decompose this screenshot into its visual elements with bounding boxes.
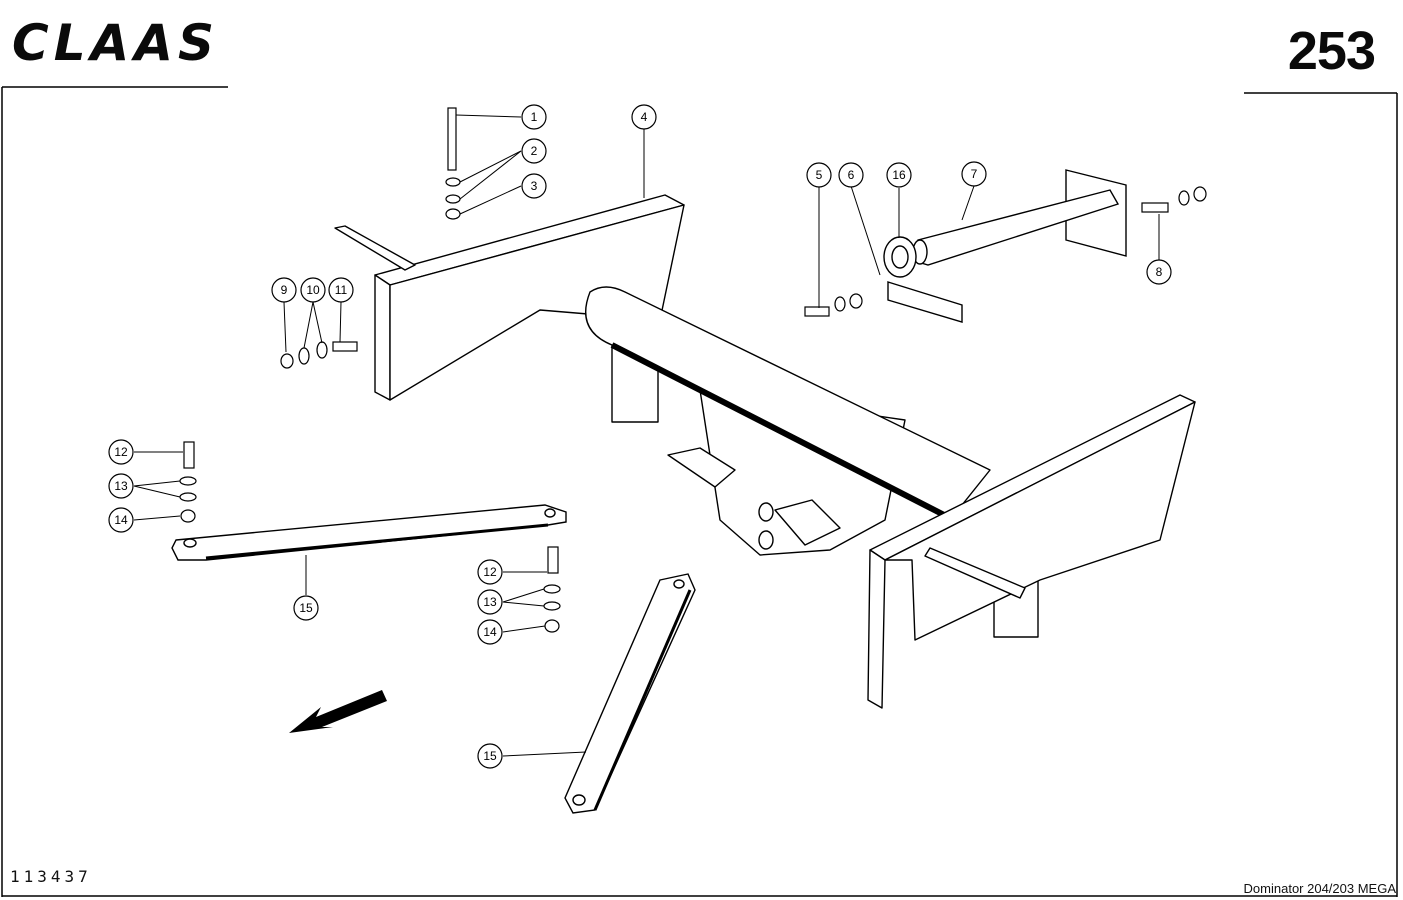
page-number: 253 — [1287, 21, 1376, 81]
callout-label-14: 14 — [483, 625, 497, 639]
callout-label-3: 3 — [531, 179, 538, 193]
callout-label-14: 14 — [114, 513, 128, 527]
callout-circle-5 — [806, 162, 832, 188]
callout-label-9: 9 — [281, 283, 288, 297]
callout-label-7: 7 — [971, 167, 978, 181]
callout-circle-6 — [838, 162, 864, 188]
callout-label-6: 6 — [848, 168, 855, 182]
stay-drawing — [171, 504, 696, 814]
callout-label-15: 15 — [299, 601, 313, 615]
callout-label-13: 13 — [483, 595, 497, 609]
callout-circle-16 — [886, 162, 912, 188]
machine-model: Dominator 204/203 MEGA — [1243, 881, 1396, 896]
claas-logo: CLAAS — [12, 14, 234, 72]
callout-circle-13 — [477, 589, 503, 615]
callout-label-12: 12 — [483, 565, 497, 579]
callout-circle-4 — [631, 104, 657, 130]
pin-shaft-drawing — [883, 169, 1127, 323]
callout-label-2: 2 — [531, 144, 538, 158]
fasteners-drawing — [179, 107, 1207, 633]
callout-circle-12 — [477, 559, 503, 585]
callout-label-13: 13 — [114, 479, 128, 493]
callout-label-5: 5 — [816, 168, 823, 182]
callout-label-12: 12 — [114, 445, 128, 459]
callout-circle-3 — [521, 173, 547, 199]
callout-circle-8 — [1146, 259, 1172, 285]
travel-direction-arrow-icon — [289, 690, 387, 733]
callout-circle-9 — [271, 277, 297, 303]
frame-lines — [1, 86, 1398, 897]
drawing-id: 113437 — [10, 867, 92, 886]
callout-label-4: 4 — [641, 110, 648, 124]
callout-label-1: 1 — [531, 110, 538, 124]
callout-circle-15 — [477, 743, 503, 769]
callout-circle-15 — [293, 595, 319, 621]
callout-label-15: 15 — [483, 749, 497, 763]
callout-circle-14 — [477, 619, 503, 645]
callout-label-11: 11 — [335, 283, 348, 297]
callout-circle-14 — [108, 507, 134, 533]
leader-lines — [133, 114, 1160, 757]
brand-logo-text: CLAAS — [12, 14, 219, 72]
main-frame-drawing — [334, 194, 1196, 709]
callout-circle-12 — [108, 439, 134, 465]
callout-circle-10 — [300, 277, 326, 303]
callout-label-10: 10 — [306, 283, 320, 297]
callout-circle-2 — [521, 138, 547, 164]
callout-circle-11 — [328, 277, 354, 303]
callout-circle-7 — [961, 161, 987, 187]
callout-circle-13 — [108, 473, 134, 499]
callout-label-8: 8 — [1156, 265, 1163, 279]
callout-circle-1 — [521, 104, 547, 130]
callout-label-16: 16 — [892, 168, 906, 182]
